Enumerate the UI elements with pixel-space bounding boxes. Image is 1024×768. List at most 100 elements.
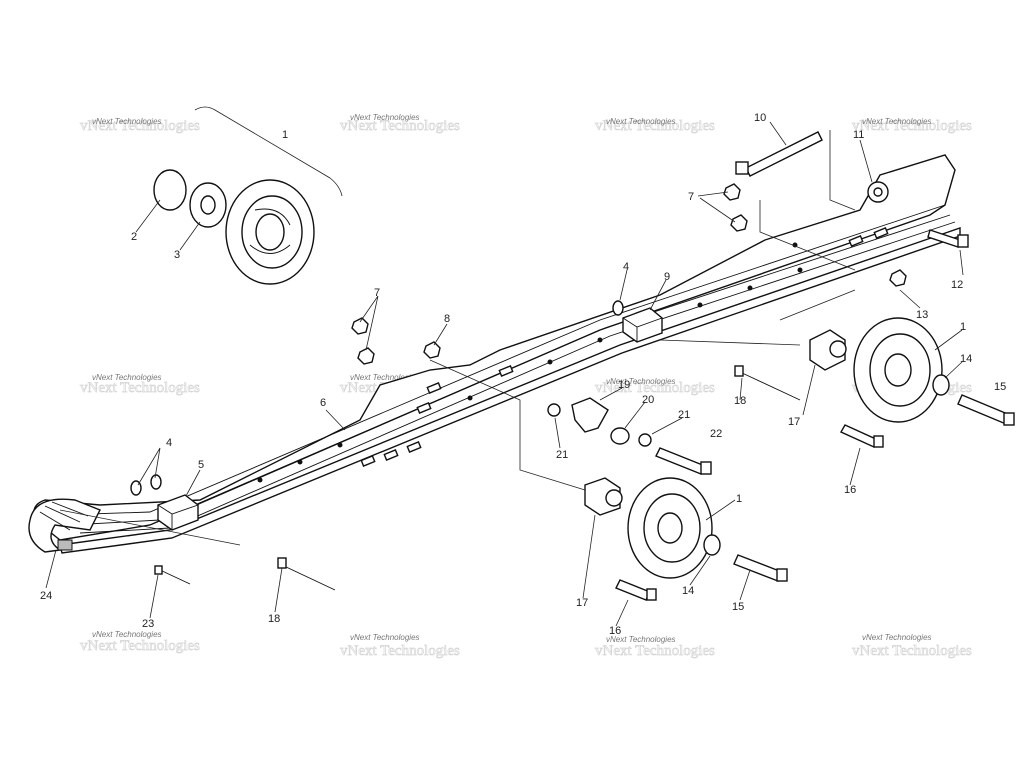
pin-18a [739, 371, 801, 401]
rail-slider-line [59, 204, 946, 516]
bolt-right-short-head [873, 435, 884, 448]
leader-9 [649, 279, 667, 311]
align-line-tip [59, 509, 241, 546]
callout-23: 23 [142, 618, 154, 630]
callout-5: 5 [198, 459, 204, 471]
watermark-br1: vNext Technologies vNext Technologies [595, 635, 716, 659]
callout-6: 6 [320, 397, 326, 409]
leader-11 [859, 139, 873, 183]
axle-bracket-boss [829, 340, 847, 358]
leader-6 [325, 409, 346, 431]
callout-8: 8 [444, 313, 450, 325]
callout-16-bottom: 16 [609, 625, 621, 637]
watermark-text: vNext Technologies [606, 117, 676, 126]
align-line-bolt10 [829, 130, 856, 211]
pin-18b [283, 565, 336, 591]
leader-4-mid [619, 269, 628, 301]
align-line-bottom [429, 359, 586, 491]
watermark-tc: vNext Technologies vNext Technologies [340, 113, 461, 134]
watermark-text: vNext Technologies [92, 117, 162, 126]
rail-hole [297, 459, 303, 465]
callout-1-right: 1 [960, 321, 966, 333]
leader-14-right [944, 361, 963, 379]
rail-slot [426, 382, 442, 394]
nut-8 [423, 341, 441, 359]
rail-tip-wearpad [57, 539, 73, 551]
callout-1-top: 1 [282, 129, 288, 141]
rivet-4c [150, 474, 162, 490]
callout-16-right: 16 [844, 484, 856, 496]
watermark-outline: vNext Technologies [340, 643, 460, 659]
watermark-br2: vNext Technologies vNext Technologies [852, 633, 973, 659]
pin-23 [159, 569, 191, 585]
bearing-bore [200, 195, 216, 215]
washer-21b [638, 433, 652, 447]
align-line-nut7 [759, 200, 856, 271]
bolt-10-head [735, 161, 749, 175]
watermark-ml: vNext Technologies vNext Technologies [80, 373, 201, 396]
watermark-outline: vNext Technologies [595, 380, 715, 396]
leader-3 [179, 221, 201, 251]
rail-slot [360, 455, 376, 467]
callout-21-b: 21 [678, 409, 690, 421]
nut-7a [723, 183, 741, 201]
leader-4-left [137, 447, 161, 486]
leader-18-bottom [274, 567, 283, 613]
snap-ring [153, 169, 187, 211]
watermark-text: vNext Technologies [92, 373, 162, 382]
bolt-right-long [957, 394, 1011, 425]
watermark-bl: vNext Technologies vNext Technologies [80, 630, 201, 654]
leader-lines [45, 121, 964, 627]
callout-15-right: 15 [994, 381, 1006, 393]
rail-hole [467, 395, 473, 401]
leader-16-right [849, 447, 861, 486]
pin-18b-head [277, 557, 287, 569]
leader-14-bottom [689, 555, 711, 586]
callout-17-bottom: 17 [576, 597, 588, 609]
watermark-outline: vNext Technologies [80, 118, 200, 134]
wheel-assembly-right [809, 317, 1015, 448]
leader-1-bottom [705, 499, 736, 521]
rail-hole [257, 477, 263, 483]
rail-slot [383, 449, 399, 461]
rail-slot [498, 365, 514, 377]
bolt-10 [745, 131, 823, 177]
bolt-right-head [1003, 412, 1015, 426]
callout-9: 9 [664, 271, 670, 283]
leader-13 [899, 289, 921, 309]
watermark-tr2: vNext Technologies vNext Technologies [852, 117, 973, 134]
rail-hole [597, 337, 603, 343]
bolt-bottom-long [733, 554, 783, 582]
callout-labels: 1 2 3 10 11 7 12 4 9 7 8 13 1 14 15 6 19… [40, 112, 1006, 637]
watermark-outline: vNext Technologies [852, 643, 972, 659]
watermark-outline: vNext Technologies [340, 118, 460, 134]
leader-7-left [359, 295, 379, 351]
callout-24: 24 [40, 590, 52, 602]
rail-tip-hatch [39, 501, 89, 531]
leader-21a [554, 417, 561, 449]
rail-slot [873, 227, 889, 239]
wheel-assembly-top [153, 106, 343, 285]
callout-7-top: 7 [688, 191, 694, 203]
leader-21b [651, 417, 683, 435]
callout-2: 2 [131, 231, 137, 243]
callout-1-bottom: 1 [736, 493, 742, 505]
idler-wheel-center [255, 213, 285, 251]
slider-block-5 [157, 494, 199, 531]
assembly-bracket [194, 106, 343, 197]
watermark-outline: vNext Technologies [595, 643, 715, 659]
callout-3: 3 [174, 249, 180, 261]
callout-18-bottom: 18 [268, 613, 280, 625]
leader-23 [149, 574, 159, 619]
callout-14-right: 14 [960, 353, 972, 365]
watermark-tr1: vNext Technologies vNext Technologies [595, 117, 716, 134]
callout-4-left: 4 [166, 437, 172, 449]
callout-17-right: 17 [788, 416, 800, 428]
watermark-outline: vNext Technologies [80, 380, 200, 396]
wheel-assembly-bottom [584, 477, 788, 601]
leader-17-bottom [582, 514, 596, 599]
watermark-mr1: vNext Technologies vNext Technologies [595, 377, 716, 396]
rail-upper-profile [33, 154, 956, 541]
watermark-text: vNext Technologies [350, 633, 420, 642]
